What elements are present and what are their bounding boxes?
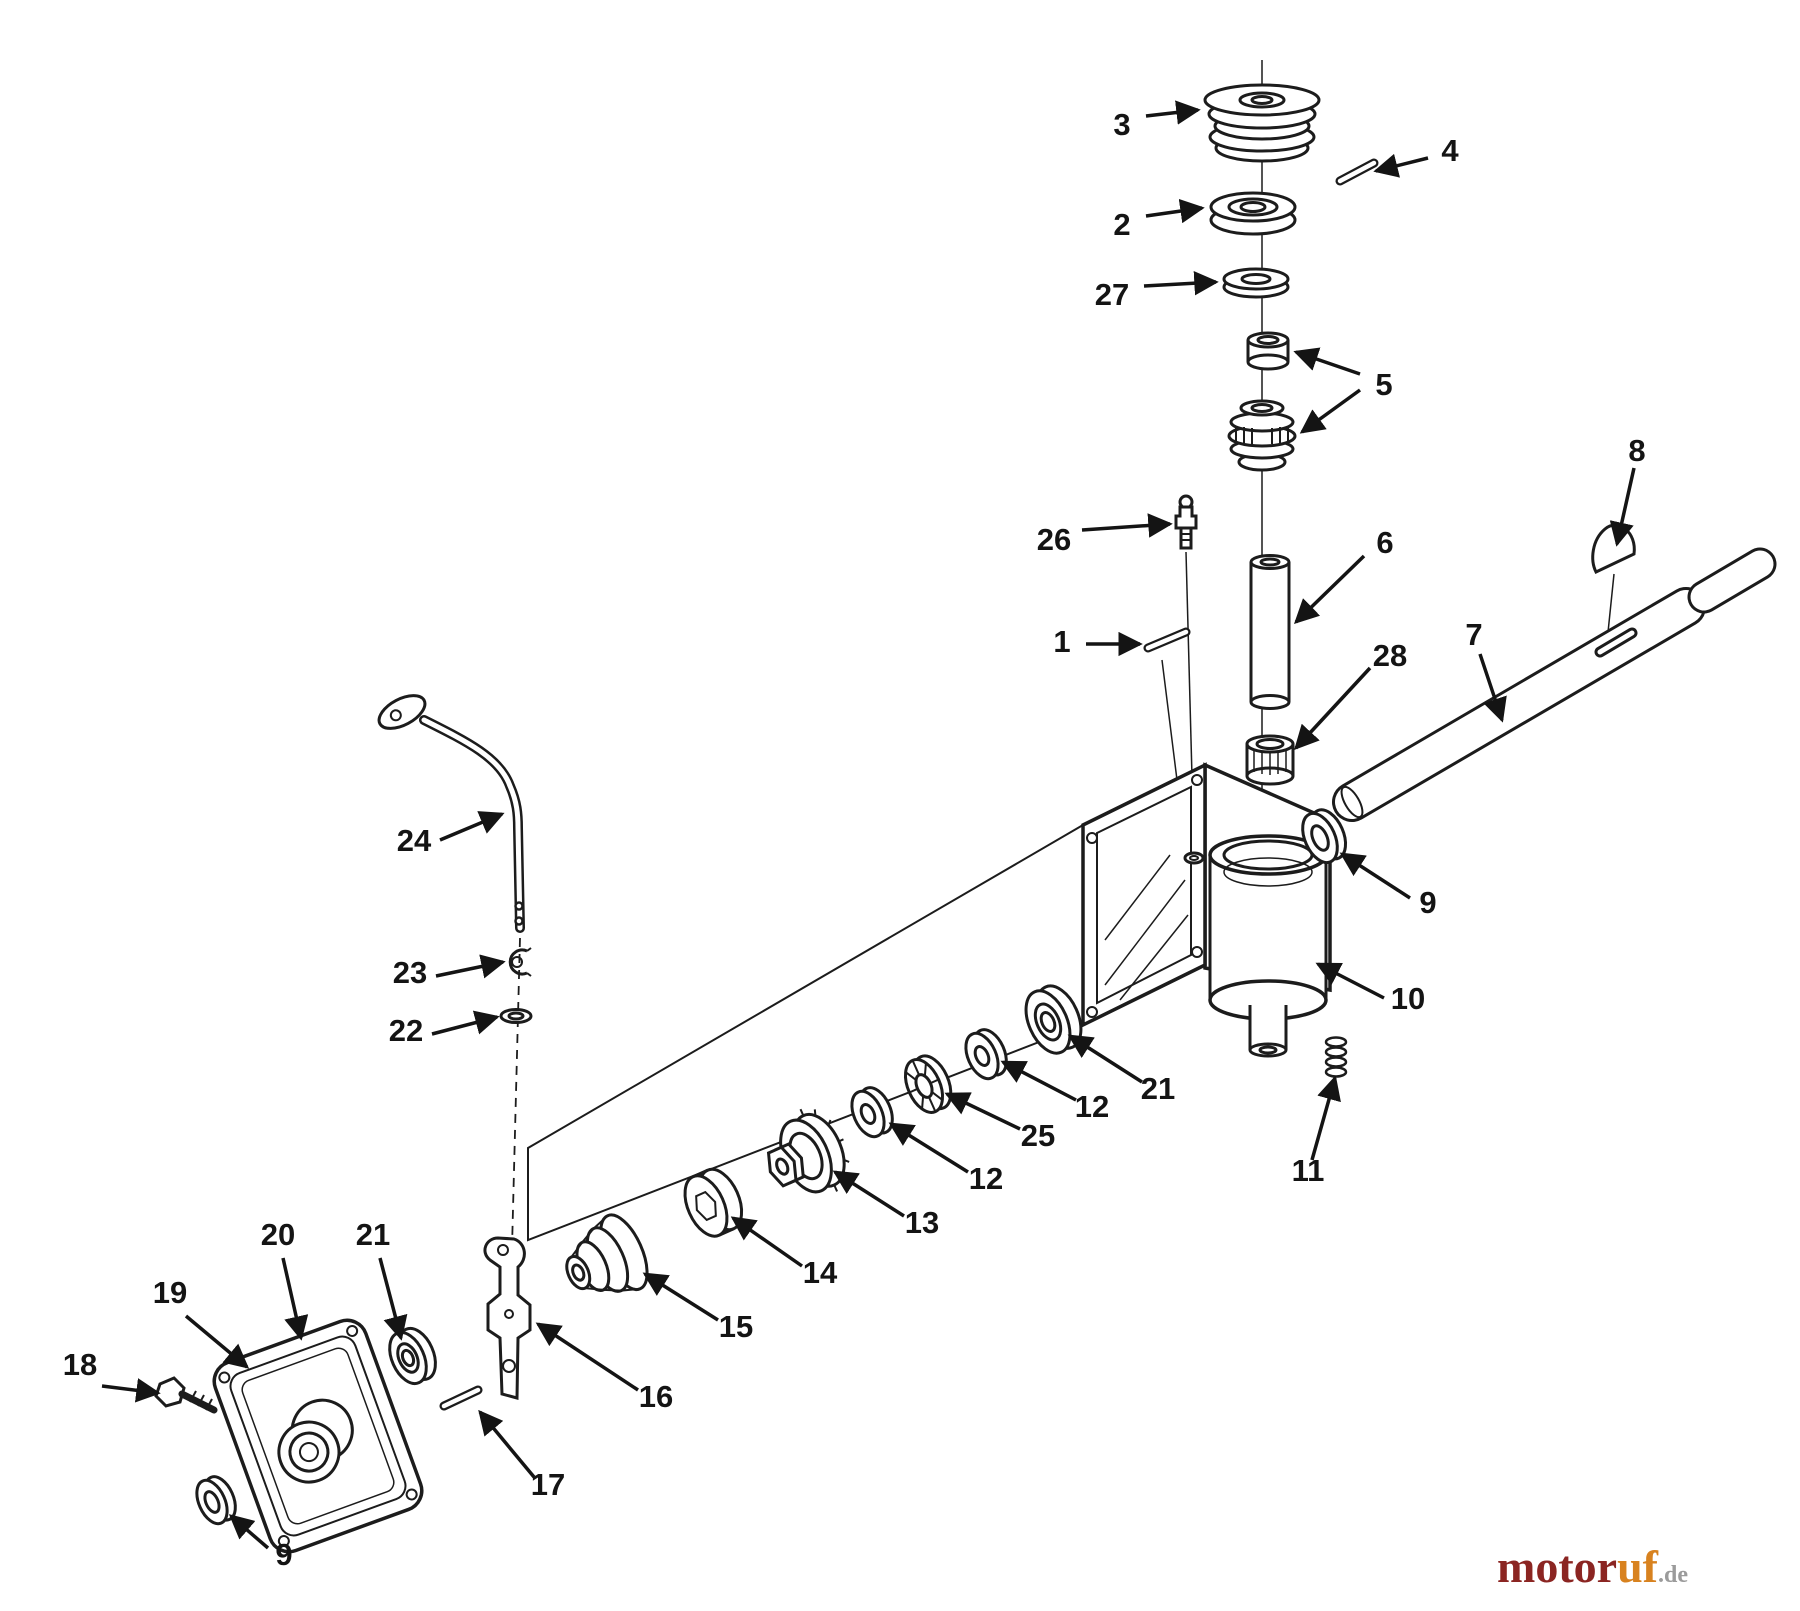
part-label-11: 11 (1292, 1153, 1325, 1188)
part-label-12: 12 (1075, 1089, 1109, 1124)
part-label-25: 25 (1021, 1118, 1055, 1153)
part-label-3: 3 (1113, 107, 1130, 142)
callout-26: 26 (1037, 513, 1173, 557)
part-label-24: 24 (397, 823, 432, 858)
part-label-10: 10 (1391, 981, 1425, 1016)
part-label-17: 17 (531, 1467, 565, 1502)
part-label-20: 20 (261, 1217, 295, 1252)
part-label-27: 27 (1095, 277, 1129, 312)
callout-21-left: 21 (356, 1217, 408, 1341)
part-label-28: 28 (1373, 638, 1407, 673)
callout-9-right: 9 (1339, 852, 1437, 920)
callout-2: 2 (1113, 198, 1205, 242)
callout-10: 10 (1315, 962, 1425, 1016)
callout-8: 8 (1609, 433, 1646, 547)
part-label-1: 1 (1053, 624, 1070, 659)
part-gasket-19 (229, 1335, 407, 1537)
callout-27: 27 (1095, 270, 1219, 312)
callout-1: 1 (1053, 624, 1143, 659)
part-label-4: 4 (1441, 133, 1459, 168)
part-washer-12-a (964, 1028, 1008, 1081)
part-shaft-6 (1249, 554, 1291, 710)
watermark-logo: motoruf.de (1497, 1541, 1688, 1592)
callout-21-right: 21 (1067, 1034, 1175, 1106)
part-label-13: 13 (905, 1205, 939, 1240)
part-shaft-7 (1332, 547, 1777, 822)
watermark-brand: motor (1497, 1541, 1617, 1592)
callout-3: 3 (1113, 100, 1201, 142)
part-label-21: 21 (1141, 1071, 1175, 1106)
part-bearing-21-right (1024, 984, 1083, 1055)
part-cover-plate-20 (212, 1318, 424, 1554)
part-label-6: 6 (1376, 525, 1393, 560)
callout-17: 17 (478, 1409, 565, 1502)
part-housing-10 (1081, 762, 1332, 1058)
callout-4: 4 (1373, 133, 1459, 178)
callout-12-a: 12 (1000, 1060, 1109, 1124)
part-washer-22 (499, 1008, 533, 1024)
part-coupler-5 (1227, 399, 1297, 472)
part-spacer-5 (1246, 331, 1290, 371)
part-e-ring-23 (508, 947, 532, 977)
callout-5: 5 (1293, 347, 1393, 434)
callout-7: 7 (1465, 617, 1507, 723)
part-label-22: 22 (389, 1013, 423, 1048)
part-washer-27 (1222, 267, 1290, 299)
callout-25: 25 (944, 1092, 1055, 1153)
part-bearing-2 (1209, 191, 1297, 236)
part-label-14: 14 (803, 1255, 838, 1290)
part-label-7: 7 (1465, 617, 1482, 652)
part-label-15: 15 (719, 1309, 753, 1344)
watermark-tld: .de (1658, 1562, 1688, 1588)
callout-18: 18 (63, 1347, 161, 1403)
part-pulley-3 (1203, 83, 1321, 163)
callout-20: 20 (261, 1217, 309, 1341)
part-spring-11 (1324, 1036, 1348, 1078)
part-label-21: 21 (356, 1217, 390, 1252)
part-label-26: 26 (1037, 522, 1071, 557)
part-label-9: 9 (1419, 885, 1436, 920)
part-label-19: 19 (153, 1275, 187, 1310)
part-pin-1 (1143, 627, 1191, 653)
part-bracket-16 (483, 1236, 532, 1400)
callout-9-bottom: 9 (228, 1514, 293, 1572)
part-lock-washer-25 (903, 1054, 953, 1114)
part-control-rod-24 (377, 694, 525, 933)
part-gear-nut-13 (766, 1108, 850, 1194)
callout-24: 24 (397, 811, 505, 858)
part-label-23: 23 (393, 955, 427, 990)
part-needle-bearing-28 (1245, 734, 1295, 786)
part-hex-adapter-14 (683, 1167, 744, 1238)
part-label-2: 2 (1113, 207, 1130, 242)
part-label-8: 8 (1628, 433, 1645, 468)
part-seal-9-right (1301, 808, 1348, 865)
part-label-5: 5 (1375, 367, 1392, 402)
callout-14: 14 (730, 1216, 838, 1290)
part-pin-4 (1335, 158, 1379, 186)
callout-13: 13 (832, 1170, 939, 1240)
watermark-brand-accent: uf (1617, 1541, 1659, 1592)
callout-11: 11 (1292, 1075, 1341, 1188)
part-label-16: 16 (639, 1379, 673, 1414)
part-cone-pulley-15 (565, 1213, 649, 1293)
callout-15: 15 (642, 1272, 753, 1344)
part-pin-17 (439, 1385, 483, 1411)
part-bolt-18 (154, 1376, 218, 1414)
callouts: 3 4 2 27 5 8 26 6 1 28 7 24 9 10 23 22 2… (63, 100, 1646, 1572)
part-label-12: 12 (969, 1161, 1003, 1196)
part-woodruff-key-8 (1591, 523, 1636, 574)
part-washer-12-b (850, 1086, 894, 1139)
callout-16: 16 (535, 1322, 673, 1414)
part-grease-fitting-26 (1174, 494, 1198, 550)
part-label-9: 9 (275, 1537, 292, 1572)
callout-22: 22 (389, 1010, 500, 1048)
part-bearing-21-left (388, 1326, 437, 1386)
callout-23: 23 (393, 954, 506, 990)
part-label-18: 18 (63, 1347, 97, 1382)
callout-19: 19 (153, 1275, 250, 1369)
callout-28: 28 (1294, 638, 1407, 751)
callout-6: 6 (1293, 525, 1394, 624)
callout-12-b: 12 (888, 1122, 1003, 1196)
